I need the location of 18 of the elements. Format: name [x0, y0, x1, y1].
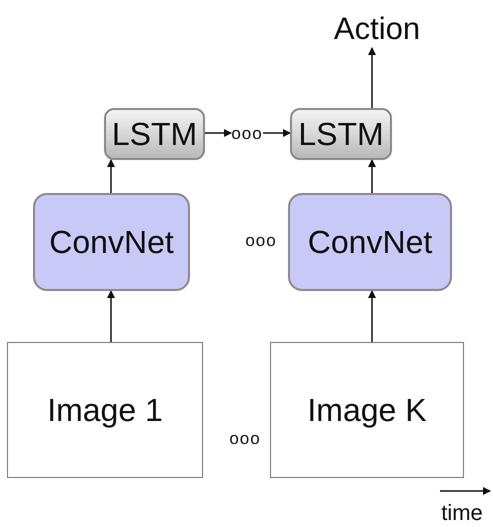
convnet-box: ConvNet	[288, 193, 452, 291]
output-label: Action	[322, 8, 432, 48]
convnet-box: ConvNet	[33, 193, 190, 291]
ellipsis-label: ooo	[231, 121, 263, 145]
ellipsis-label: ooo	[228, 428, 262, 450]
arrow	[368, 47, 376, 108]
axis-label: time	[440, 500, 484, 526]
arrow	[205, 129, 232, 137]
arrow	[107, 290, 115, 342]
lstm-box: LSTM	[104, 108, 205, 160]
arrow	[368, 290, 376, 342]
arrow	[263, 129, 291, 137]
ellipsis-label: ooo	[244, 230, 278, 252]
arrow	[107, 159, 115, 193]
arrow	[368, 159, 376, 193]
image-box: Image K	[270, 342, 464, 478]
image-box: Image 1	[7, 342, 203, 478]
lstm-box: LSTM	[290, 108, 392, 160]
